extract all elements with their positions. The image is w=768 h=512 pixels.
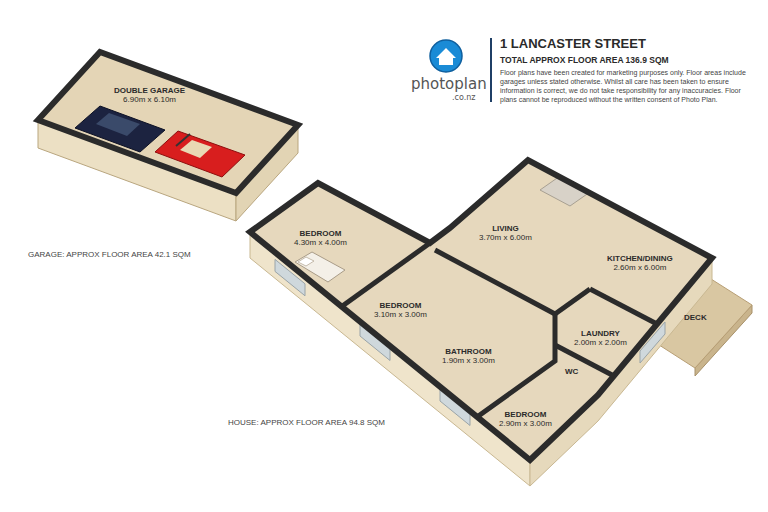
room-name: KITCHEN/DINING (607, 254, 673, 263)
room-name: WC (565, 367, 578, 376)
garage-drawing (38, 52, 298, 221)
room-dimensions: 4.30m x 4.00m (294, 238, 347, 247)
deck-area: DECK (682, 312, 709, 323)
room-dimensions: 3.70m x 6.00m (479, 233, 532, 242)
bedroom-room: BEDROOM3.10m x 3.00m (372, 300, 429, 320)
room-dimensions: 1.90m x 3.00m (442, 356, 495, 365)
house-drawing (250, 160, 712, 486)
total-area: TOTAL APPROX FLOOR AREA 136.9 SQM (500, 55, 669, 65)
plan-title: 1 LANCASTER STREET (500, 36, 646, 52)
room-name: BEDROOM (499, 410, 552, 419)
room-dimensions: 2.90m x 3.00m (499, 419, 552, 428)
room-name: BATHROOM (442, 347, 495, 356)
room-name: LIVING (479, 224, 532, 233)
room-name: DECK (684, 313, 707, 322)
kitchen-room: KITCHEN/DINING2.60m x 6.00m (605, 253, 675, 273)
room-dimensions: 3.10m x 3.00m (374, 310, 427, 319)
garage-room: DOUBLE GARAGE6.90m x 6.10m (112, 85, 187, 105)
room-name: BEDROOM (374, 301, 427, 310)
room-name: LAUNDRY (574, 329, 627, 338)
room-dimensions: 2.60m x 6.00m (607, 263, 673, 272)
logo-domain: .co.nz (452, 93, 476, 103)
disclaimer-note: Floor plans have been created for market… (500, 68, 758, 104)
bathroom-room: BATHROOM1.90m x 3.00m (440, 346, 497, 366)
bedroom-room: BEDROOM2.90m x 3.00m (497, 409, 554, 429)
room-dimensions: 6.90m x 6.10m (114, 95, 185, 104)
laundry-room: LAUNDRY2.00m x 2.00m (572, 328, 629, 348)
logo-icon (430, 40, 462, 72)
room-name: DOUBLE GARAGE (114, 86, 185, 95)
logo-wordmark: photoplan (411, 75, 487, 93)
room-dimensions: 2.00m x 2.00m (574, 338, 627, 347)
area-note: GARAGE: APPROX FLOOR AREA 42.1 SQM (28, 250, 191, 260)
bedroom-room: BEDROOM4.30m x 4.00m (292, 228, 349, 248)
wc-room: WC (563, 366, 580, 377)
area-note: HOUSE: APPROX FLOOR AREA 94.8 SQM (228, 418, 385, 428)
divider-line (490, 38, 492, 102)
living-room: LIVING3.70m x 6.00m (477, 223, 534, 243)
room-name: BEDROOM (294, 229, 347, 238)
